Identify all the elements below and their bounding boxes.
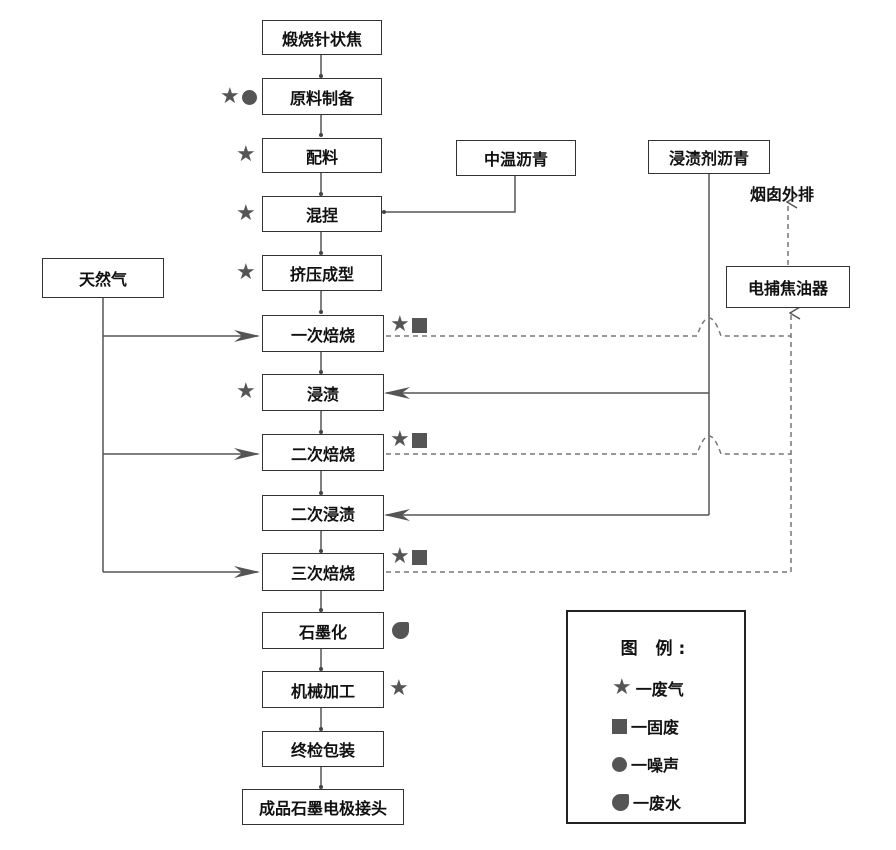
star-icon: ★ — [390, 312, 410, 337]
mark-bake1: ★ — [390, 314, 427, 336]
legend-row: 一废水 — [612, 790, 681, 814]
step-knead: 混捏 — [262, 196, 382, 232]
step-label: 二次焙烧 — [290, 444, 355, 464]
star-icon: ★ — [390, 544, 410, 569]
step-product: 成品石墨电极接头 — [242, 789, 404, 825]
star-icon: ★ — [236, 379, 256, 404]
star-icon: ★ — [612, 675, 632, 700]
step-label: 原料制备 — [289, 88, 354, 108]
star-icon: ★ — [236, 260, 256, 285]
star-icon: ★ — [390, 427, 410, 452]
step-label: 混捏 — [305, 206, 338, 225]
step-label: 挤压成型 — [289, 265, 354, 284]
step-inspect: 终检包装 — [262, 731, 384, 767]
square-icon — [411, 432, 427, 448]
step-label: 成品石墨电极接头 — [258, 799, 387, 818]
input-label: 浸渍剂沥青 — [668, 149, 749, 168]
step-bake3: 三次焙烧 — [262, 553, 384, 591]
mark-machine: ★ — [389, 678, 409, 700]
mark-batch: ★ — [236, 144, 256, 166]
circle-icon — [241, 89, 257, 105]
step-machine: 机械加工 — [262, 671, 384, 708]
mark-bake2: ★ — [390, 429, 427, 451]
step-calcine: 煅烧针状焦 — [262, 20, 382, 55]
star-icon: ★ — [389, 676, 409, 701]
mark-knead: ★ — [236, 203, 256, 225]
legend-label: 一固废 — [631, 718, 680, 737]
step-label: 终检包装 — [290, 741, 355, 760]
step-label: 一次焙烧 — [290, 325, 355, 345]
pitch-lines — [384, 172, 710, 521]
drop-icon — [392, 622, 409, 639]
legend-row: ★一废气 — [612, 676, 684, 700]
mark-raw: ★ — [220, 86, 257, 108]
step-label: 机械加工 — [290, 681, 355, 701]
mark-extrude: ★ — [236, 262, 256, 284]
stack-exhaust-label: 烟囱外排 — [750, 185, 815, 204]
exhaust-lines — [386, 202, 791, 573]
mark-graphitize — [392, 622, 409, 639]
step-bake2: 二次焙烧 — [262, 434, 384, 471]
star-icon: ★ — [220, 84, 240, 109]
mark-bake3: ★ — [390, 546, 427, 568]
star-icon: ★ — [236, 201, 256, 226]
square-icon — [411, 317, 427, 333]
legend: 图 例: ★一废气 一固废 一噪声 一废水 — [566, 610, 746, 824]
legend-row: 一固废 — [612, 714, 679, 738]
input-mid-pitch: 中温沥青 — [456, 140, 576, 176]
step-extrude: 挤压成型 — [262, 255, 382, 291]
legend-label: 一噪声 — [631, 756, 680, 775]
step-label: 煅烧针状焦 — [281, 29, 362, 49]
square-icon — [612, 718, 627, 734]
input-label: 天然气 — [78, 270, 127, 289]
step-label: 石墨化 — [298, 622, 347, 642]
input-label: 中温沥青 — [483, 150, 548, 169]
electrostatic-precipitator: 电捕焦油器 — [726, 266, 850, 308]
step-impreg1: 浸渍 — [262, 374, 384, 411]
step-batch: 配料 — [262, 138, 382, 173]
step-graphitize: 石墨化 — [262, 612, 384, 649]
legend-row: 一噪声 — [612, 752, 679, 776]
legend-label: 一废水 — [633, 794, 682, 813]
step-label: 二次浸渍 — [290, 505, 355, 524]
legend-title: 图 例: — [620, 639, 692, 659]
legend-label: 一废气 — [635, 680, 684, 699]
step-impreg2: 二次浸渍 — [262, 495, 384, 531]
gas-lines — [102, 298, 260, 578]
square-icon — [411, 549, 427, 565]
step-label: 浸渍 — [306, 384, 339, 404]
step-bake1: 一次焙烧 — [262, 315, 384, 352]
star-icon: ★ — [236, 142, 256, 167]
input-natural-gas: 天然气 — [42, 258, 164, 298]
step-label: 三次焙烧 — [290, 564, 355, 583]
step-raw: 原料制备 — [262, 78, 382, 115]
input-label: 电捕焦油器 — [747, 279, 828, 298]
step-label: 配料 — [305, 147, 338, 167]
mark-impreg1: ★ — [236, 381, 256, 403]
input-impreg-pitch: 浸渍剂沥青 — [648, 140, 770, 174]
drop-icon — [612, 793, 629, 811]
circle-icon — [612, 756, 627, 772]
